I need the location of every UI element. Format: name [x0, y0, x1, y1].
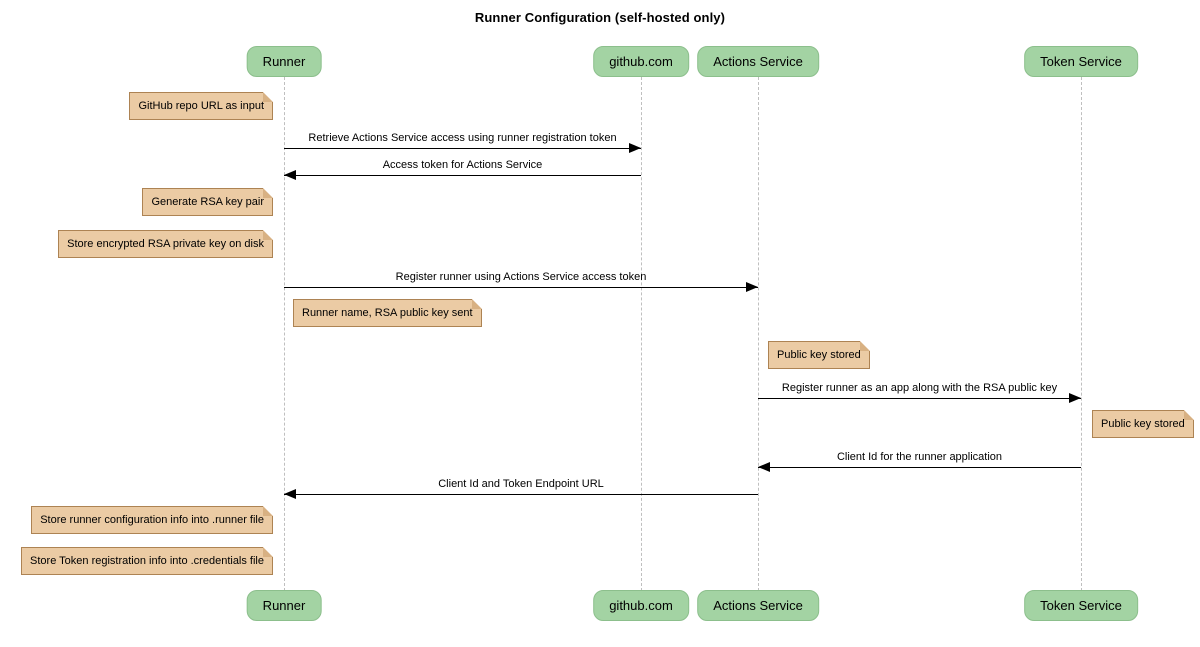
message-arrowhead-2 [284, 170, 296, 180]
message-line-4 [758, 398, 1081, 399]
message-line-5 [758, 467, 1081, 468]
message-label-2: Access token for Actions Service [382, 159, 543, 171]
lifeline-runner [283, 77, 285, 591]
participant-github-top: github.com [593, 46, 689, 77]
lifeline-token [1080, 77, 1082, 591]
message-arrowhead-1 [629, 143, 641, 153]
participant-token-top: Token Service [1024, 46, 1138, 77]
participant-runner-bottom: Runner [246, 590, 322, 621]
message-label-1: Retrieve Actions Service access using ru… [308, 132, 617, 144]
lifeline-github [640, 77, 642, 591]
note-5: Public key stored [768, 341, 870, 369]
participant-github-bottom: github.com [593, 590, 689, 621]
message-label-4: Register runner as an app along with the… [781, 382, 1058, 394]
message-line-2 [284, 175, 641, 176]
note-1: GitHub repo URL as input [129, 92, 273, 120]
note-6: Public key stored [1092, 410, 1194, 438]
message-arrowhead-3 [746, 282, 758, 292]
message-line-1 [284, 148, 641, 149]
message-label-5: Client Id for the runner application [836, 451, 1003, 463]
participant-actions-bottom: Actions Service [697, 590, 819, 621]
participant-actions-top: Actions Service [697, 46, 819, 77]
message-label-6: Client Id and Token Endpoint URL [438, 478, 604, 490]
participant-token-bottom: Token Service [1024, 590, 1138, 621]
message-label-3: Register runner using Actions Service ac… [395, 271, 647, 283]
note-7: Store runner configuration info into .ru… [31, 506, 273, 534]
message-line-6 [284, 494, 758, 495]
message-arrowhead-5 [758, 462, 770, 472]
note-2: Generate RSA key pair [142, 188, 273, 216]
note-8: Store Token registration info into .cred… [21, 547, 273, 575]
diagram-title: Runner Configuration (self-hosted only) [474, 10, 726, 25]
note-3: Store encrypted RSA private key on disk [58, 230, 273, 258]
message-arrowhead-6 [284, 489, 296, 499]
message-arrowhead-4 [1069, 393, 1081, 403]
message-line-3 [284, 287, 758, 288]
participant-runner-top: Runner [246, 46, 322, 77]
note-4: Runner name, RSA public key sent [293, 299, 482, 327]
lifeline-actions [757, 77, 759, 591]
